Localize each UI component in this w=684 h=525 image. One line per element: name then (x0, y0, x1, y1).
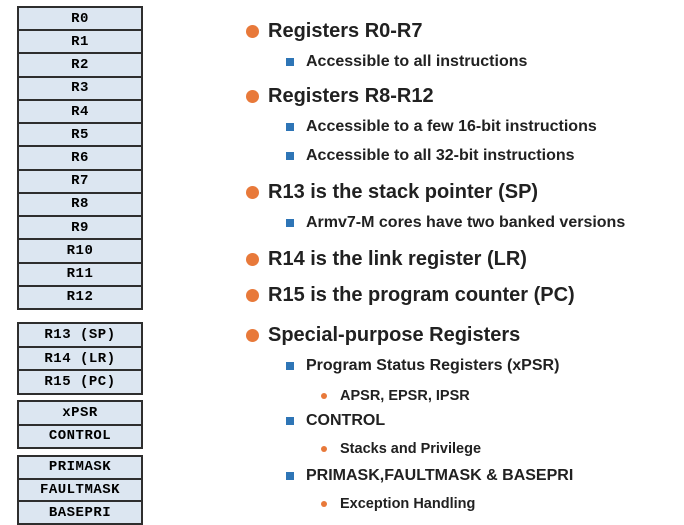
dot-bullet-icon (321, 393, 327, 399)
bullet-item-label: Accessible to all instructions (306, 53, 528, 70)
dot-bullet-icon (321, 501, 327, 507)
bullet-item-registers-r0-r7: Registers R0-R7 (246, 20, 423, 43)
bullet-item-label: Registers R8-R12 (268, 85, 434, 107)
circle-bullet-icon (246, 25, 259, 38)
bullet-item-r13-stack-pointer: R13 is the stack pointer (SP) (246, 181, 538, 204)
bullet-item-accessible-all: Accessible to all instructions (286, 53, 527, 71)
register-cell-xpsr: xPSR (19, 402, 141, 424)
dot-bullet-icon (321, 446, 327, 452)
register-group-status: xPSR CONTROL (17, 400, 143, 449)
bullet-item-all-32bit: Accessible to all 32-bit instructions (286, 147, 575, 165)
circle-bullet-icon (246, 90, 259, 103)
bullet-item-primask-faultmask-basepri: PRIMASK,FAULTMASK & BASEPRI (286, 467, 573, 485)
register-cell-r10: R10 (19, 238, 141, 262)
register-cell-r13-sp: R13 (SP) (19, 324, 141, 346)
circle-bullet-icon (246, 289, 259, 302)
register-cell-r2: R2 (19, 52, 141, 76)
bullet-item-program-status-registers: Program Status Registers (xPSR) (286, 357, 559, 375)
bullet-item-label: Armv7-M cores have two banked versions (306, 214, 626, 231)
bullet-item-r14-link-register: R14 is the link register (LR) (246, 248, 527, 271)
bullet-item-label: R14 is the link register (LR) (268, 248, 527, 270)
register-cell-primask: PRIMASK (19, 457, 141, 478)
bullet-item-label: CONTROL (306, 412, 386, 429)
square-bullet-icon (286, 58, 294, 66)
bullet-item-special-purpose: Special-purpose Registers (246, 324, 520, 347)
square-bullet-icon (286, 123, 294, 131)
bullet-item-label: Exception Handling (340, 496, 476, 512)
register-stack-diagram: R0 R1 R2 R3 R4 R5 R6 R7 R8 R9 R10 R11 R1… (0, 0, 230, 525)
register-cell-r6: R6 (19, 145, 141, 169)
register-cell-r1: R1 (19, 29, 141, 53)
register-cell-faultmask: FAULTMASK (19, 477, 141, 501)
square-bullet-icon (286, 472, 294, 480)
register-cell-r7: R7 (19, 168, 141, 192)
register-cell-control: CONTROL (19, 423, 141, 447)
square-bullet-icon (286, 362, 294, 370)
bullet-item-r15-program-counter: R15 is the program counter (PC) (246, 284, 575, 307)
register-cell-r9: R9 (19, 215, 141, 239)
register-cell-r5: R5 (19, 122, 141, 146)
bullet-item-control: CONTROL (286, 412, 385, 430)
register-group-banked: R13 (SP) R14 (LR) R15 (PC) (17, 322, 143, 395)
bullet-item-label: R13 is the stack pointer (SP) (268, 181, 539, 203)
register-cell-r0: R0 (19, 8, 141, 30)
bullet-item-label: Accessible to a few 16-bit instructions (306, 118, 597, 135)
bullet-item-exception-handling: Exception Handling (321, 496, 475, 512)
register-cell-basepri: BASEPRI (19, 500, 141, 524)
square-bullet-icon (286, 152, 294, 160)
register-cell-r11: R11 (19, 261, 141, 285)
bullet-item-few-16bit: Accessible to a few 16-bit instructions (286, 118, 597, 136)
bullet-item-label: Special-purpose Registers (268, 324, 521, 346)
bullet-item-label: PRIMASK,FAULTMASK & BASEPRI (306, 467, 574, 484)
register-cell-r15-pc: R15 (PC) (19, 369, 141, 394)
bullet-item-label: Stacks and Privilege (340, 441, 482, 457)
bullet-item-label: Registers R0-R7 (268, 20, 423, 42)
square-bullet-icon (286, 219, 294, 227)
bullet-item-banked-versions: Armv7-M cores have two banked versions (286, 214, 625, 232)
register-cell-r3: R3 (19, 75, 141, 99)
register-group-core: R0 R1 R2 R3 R4 R5 R6 R7 R8 R9 R10 R11 R1… (17, 6, 143, 310)
register-group-mask: PRIMASK FAULTMASK BASEPRI (17, 455, 143, 525)
bullet-item-label: Program Status Registers (xPSR) (306, 357, 560, 374)
register-cell-r12: R12 (19, 284, 141, 309)
bullet-item-registers-r8-r12: Registers R8-R12 (246, 85, 434, 108)
register-cell-r4: R4 (19, 98, 141, 123)
bullet-item-label: Accessible to all 32-bit instructions (306, 147, 575, 164)
circle-bullet-icon (246, 329, 259, 342)
square-bullet-icon (286, 417, 294, 425)
bullet-item-label: R15 is the program counter (PC) (268, 284, 575, 306)
register-cell-r8: R8 (19, 191, 141, 216)
register-cell-r14-lr: R14 (LR) (19, 345, 141, 370)
circle-bullet-icon (246, 253, 259, 266)
bullet-item-apsr-epsr-ipsr: APSR, EPSR, IPSR (321, 388, 470, 404)
circle-bullet-icon (246, 186, 259, 199)
bullet-item-label: APSR, EPSR, IPSR (340, 388, 470, 404)
bullet-item-stacks-privilege: Stacks and Privilege (321, 441, 481, 457)
